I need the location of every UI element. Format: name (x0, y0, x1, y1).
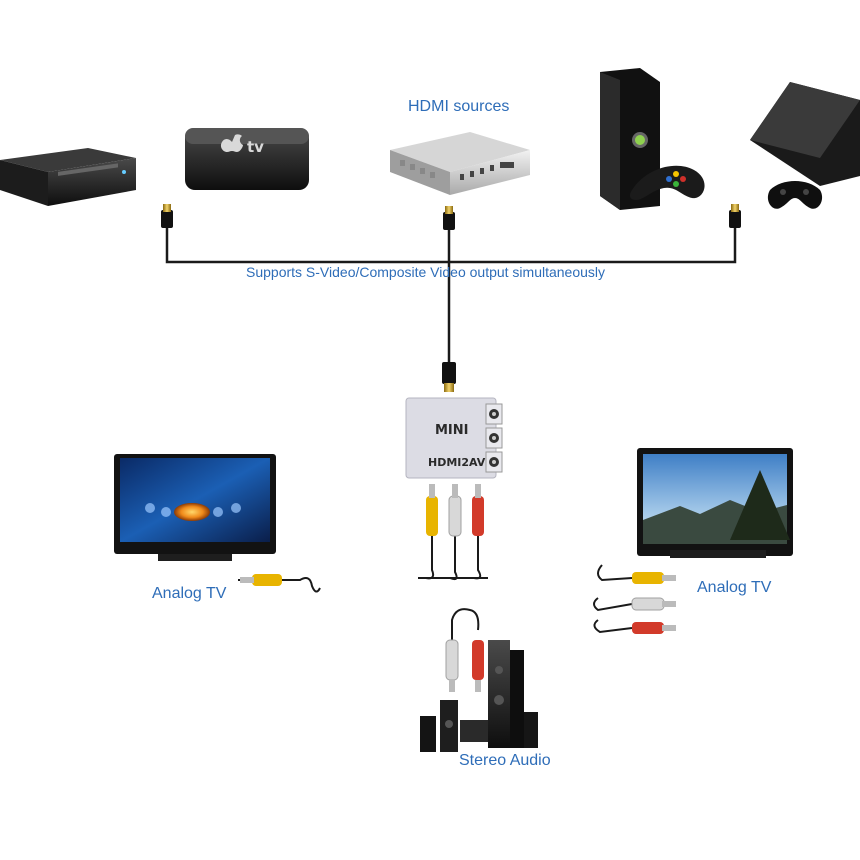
converter-model-label: HDMI2AV (428, 456, 486, 469)
supports-output-label: Supports S-Video/Composite Video output … (246, 264, 606, 280)
playstation-3-icon (750, 82, 860, 209)
hdmi-plug-left (161, 204, 173, 228)
rca-cable-left-tv (238, 574, 321, 593)
hdmi-plug-right (729, 204, 741, 228)
hdmi2av-converter-icon (405, 397, 503, 479)
hdmi-plug-converter (442, 362, 456, 392)
hdmi-sources-label: HDMI sources (408, 98, 510, 115)
apple-tv-icon (185, 128, 309, 190)
xbox-360-icon (600, 68, 705, 210)
converter-brand-label: MINI (435, 423, 469, 438)
dvd-player-icon (0, 148, 136, 206)
analog-tv-right-icon (637, 448, 793, 558)
rca-cables-right-tv (593, 564, 676, 634)
analog-tv-left-icon (114, 454, 276, 561)
stereo-speakers-icon (420, 640, 538, 752)
apple-tv-logo-text: tv (247, 138, 264, 156)
analog-tv-left-label: Analog TV (152, 585, 227, 602)
hdmi-bus-cable (165, 225, 737, 367)
stereo-audio-label: Stereo Audio (459, 752, 551, 769)
hdmi-plug-center-top (443, 206, 455, 230)
analog-tv-right-label: Analog TV (697, 579, 772, 596)
hdmi-switch-icon (390, 132, 530, 195)
rca-cables-audio (445, 608, 484, 692)
rca-cables-converter (418, 484, 488, 581)
